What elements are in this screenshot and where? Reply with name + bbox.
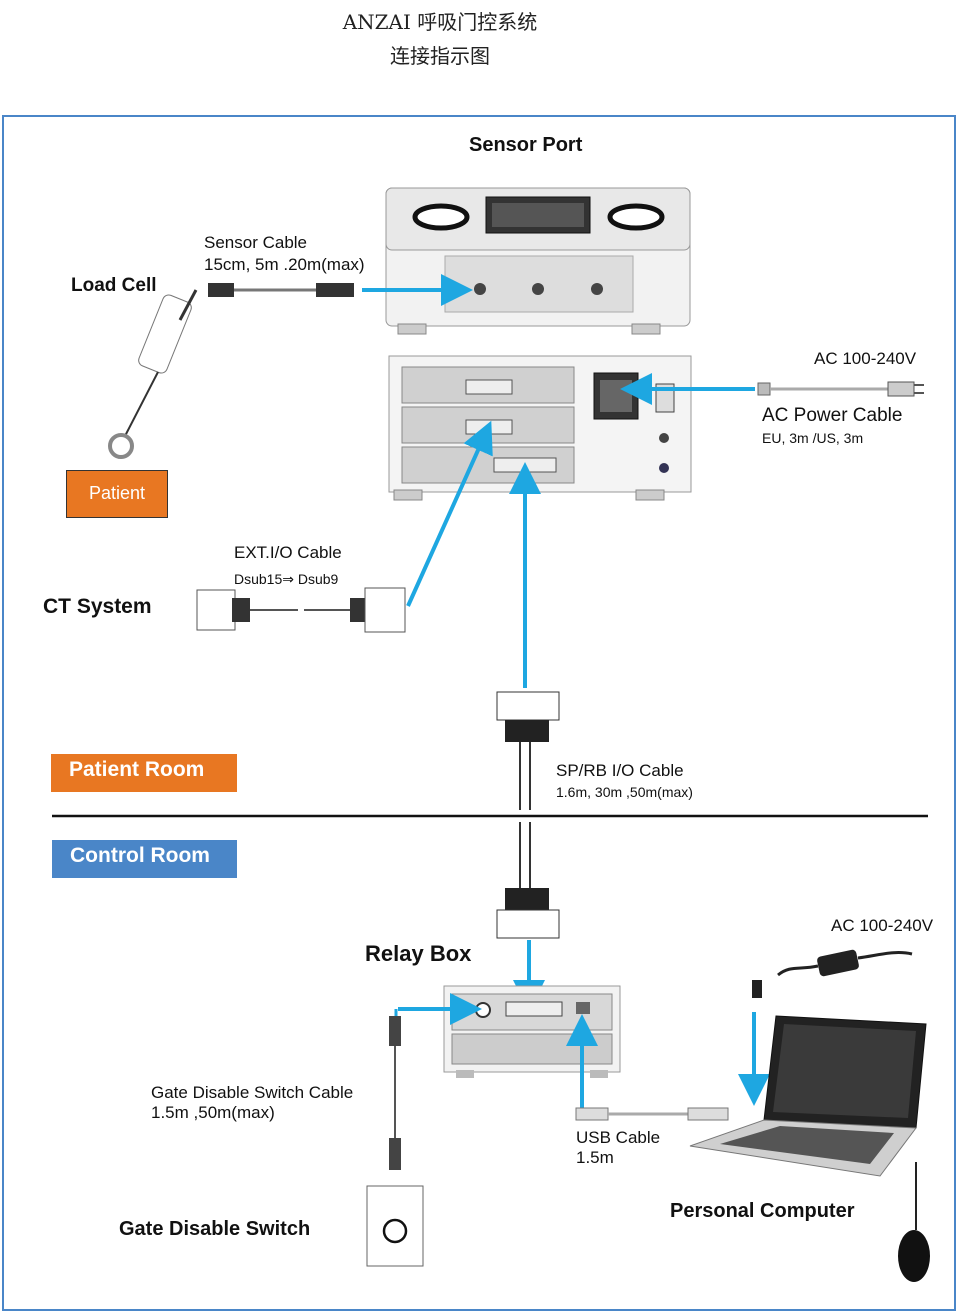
ext-io-cable-icon	[196, 587, 406, 633]
ext-io-spec: Dsub15⇒ Dsub9	[234, 571, 339, 587]
load-cell-icon	[108, 289, 198, 459]
gate-cable-spec: 1.5m ,50m(max)	[151, 1103, 275, 1122]
power-cable-icon	[757, 381, 924, 397]
ac-power-cable-label: AC Power Cable	[762, 405, 903, 426]
patient-badge: Patient	[66, 470, 168, 518]
usb-cable-label: USB Cable	[576, 1128, 661, 1147]
diagram-frame	[2, 115, 956, 1311]
personal-computer-label: Personal Computer	[670, 1200, 855, 1222]
power-adapter-icon	[752, 949, 913, 998]
sensor-cable-label: Sensor Cable	[204, 233, 308, 252]
sensor-cable-icon	[208, 283, 354, 297]
sensor-port-label: Sensor Port	[469, 134, 583, 156]
sensor-unit-icon	[385, 187, 691, 335]
ext-io-cable-label: EXT.I/O Cable	[234, 543, 342, 562]
sprb-connector-top	[496, 691, 560, 810]
load-cell-label: Load Cell	[71, 275, 157, 296]
sensor-unit-rear-icon	[388, 355, 692, 501]
mouse-icon	[898, 1162, 930, 1282]
usb-cable-icon	[575, 1107, 729, 1121]
usb-spec: 1.5m	[576, 1148, 614, 1167]
laptop-icon	[689, 1015, 927, 1177]
ct-system-label: CT System	[43, 595, 152, 618]
page-title: ANZAI 呼吸门控系统	[342, 10, 538, 34]
control-room-badge: Control Room	[52, 840, 237, 878]
sprb-spec: 1.6m, 30m ,50m(max)	[556, 784, 693, 800]
relay-box-icon	[443, 985, 621, 1078]
gate-switch-label: Gate Disable Switch	[119, 1218, 311, 1240]
gate-cable-icon	[389, 1009, 401, 1170]
relay-box-label: Relay Box	[365, 941, 472, 966]
ac-power-cable-spec: EU, 3m /US, 3m	[762, 430, 864, 446]
switch-box-icon	[366, 1185, 424, 1267]
sprb-cable-label: SP/RB I/O Cable	[556, 761, 684, 780]
patient-room-badge: Patient Room	[51, 754, 237, 792]
page-subtitle: 连接指示图	[390, 44, 490, 68]
sensor-cable-spec: 15cm, 5m .20m(max)	[204, 255, 365, 274]
ac-voltage-top-label: AC 100-240V	[814, 349, 917, 368]
ext-io-arrow	[406, 420, 493, 607]
ac-voltage-bottom-label: AC 100-240V	[831, 916, 934, 935]
sprb-connector-bottom	[496, 822, 560, 939]
gate-cable-label: Gate Disable Switch Cable	[151, 1083, 354, 1102]
